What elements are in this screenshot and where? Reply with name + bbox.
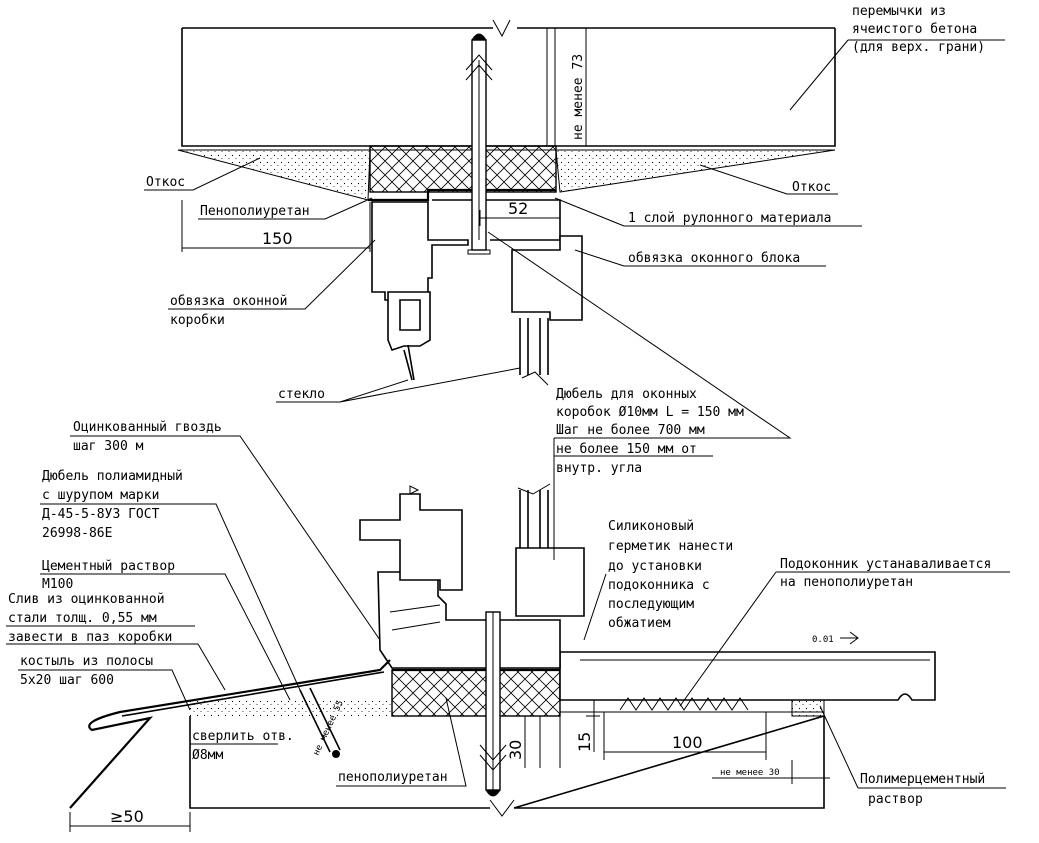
label-otkos-left: Откос xyxy=(146,175,185,190)
label-otkos-right: Откос xyxy=(792,180,831,195)
label-dowel-1: Дюбель для оконных xyxy=(556,387,697,402)
label-poly-1: Дюбель полиамидный xyxy=(42,469,183,484)
label-sealant-1: Силиконовый xyxy=(608,519,694,534)
anchor-dowel-bottom xyxy=(479,611,507,797)
label-sill-2: на пенополиуретан xyxy=(780,575,913,590)
label-sealant-3: до установки xyxy=(608,559,702,574)
dim-30: 30 xyxy=(506,740,525,760)
label-dowel-4: не более 150 мм от xyxy=(556,442,697,457)
label-dowel-5: внутр. угла xyxy=(556,461,642,476)
label-glass: стекло xyxy=(278,387,325,402)
label-sill-1: Подоконник устанаваливается xyxy=(780,557,991,572)
label-concrete-1: перемычки из xyxy=(852,4,946,19)
label-dowel-3: Шаг не более 700 мм xyxy=(556,423,705,438)
label-polymer-2: раствор xyxy=(868,792,923,807)
label-poly-4: 26998-86Е xyxy=(42,526,112,541)
sash-profile-bottom xyxy=(515,547,585,617)
label-nail-2: шаг 300 м xyxy=(73,439,144,454)
label-dowel-2: коробок Ø10мм L = 150 мм xyxy=(556,405,744,420)
label-sealant-6: обжатием xyxy=(608,616,671,631)
label-cement-2: М100 xyxy=(42,577,73,592)
drip-sill xyxy=(69,659,391,809)
dim-not-less-30: не менее 30 xyxy=(720,768,780,778)
label-crutch-1: костыль из полосы xyxy=(20,654,153,669)
bottom-section: 30 15 100 не менее 30 ≥50 0.01 Дюбель дл… xyxy=(6,231,1010,832)
frame-profile-bottom xyxy=(377,571,561,669)
label-nail-1: Оцинкованный гвоздь xyxy=(73,420,222,435)
dim-100: 100 xyxy=(672,733,703,752)
label-polymer-1: Полимерцементный xyxy=(860,772,985,787)
label-crutch-2: 5х20 шаг 600 xyxy=(20,673,114,688)
top-section: не менее 73 150 52 перемычки из ячеистог… xyxy=(144,4,1005,403)
dim-50: ≥50 xyxy=(110,807,144,826)
frame-profile-top xyxy=(371,201,469,301)
slope-value: 0.01 xyxy=(812,635,834,645)
window-sill-board xyxy=(559,651,936,701)
dim-150: 150 xyxy=(262,229,293,248)
dim-not-less-73: не менее 73 xyxy=(571,54,586,140)
label-foam-top: Пенополиуретан xyxy=(200,204,310,219)
label-box-frame-1: обвязка оконной xyxy=(170,294,287,309)
sash-profile-top xyxy=(511,235,583,321)
label-drip-3: завести в паз коробки xyxy=(8,630,172,645)
label-sash-frame: обвязка оконного блока xyxy=(628,251,800,266)
dim-52: 52 xyxy=(508,199,528,218)
label-poly-2: с шурупом марки xyxy=(42,488,159,503)
label-poly-3: Д-45-5-8У3 ГОСТ xyxy=(42,507,160,522)
label-cement-1: Цементный раствор xyxy=(42,559,175,574)
label-sealant-4: подоконника с xyxy=(608,578,710,593)
label-drip-1: Слив из оцинкованной xyxy=(8,592,165,607)
reveal-left xyxy=(177,149,371,201)
foam-top xyxy=(369,145,557,193)
label-concrete-2: ячеистого бетона xyxy=(852,22,977,37)
label-sealant-2: герметик нанести xyxy=(608,539,733,554)
wall-below xyxy=(189,714,825,809)
anchor-dowel-top xyxy=(465,33,493,255)
label-drill-1: сверлить отв. xyxy=(192,729,294,744)
label-concrete-3: (для верх. грани) xyxy=(852,40,985,55)
label-foam-bottom: пенополиуретан xyxy=(338,770,448,785)
label-drill-2: Ø8мм xyxy=(192,748,223,763)
label-layer: 1 слой рулонного материала xyxy=(628,211,832,226)
label-drip-2: стали толщ. 0,55 мм xyxy=(8,611,157,626)
label-box-frame-2: коробки xyxy=(170,313,225,328)
label-sealant-5: последующим xyxy=(608,597,694,612)
dim-15: 15 xyxy=(575,732,594,752)
concrete-lintel xyxy=(181,19,836,147)
